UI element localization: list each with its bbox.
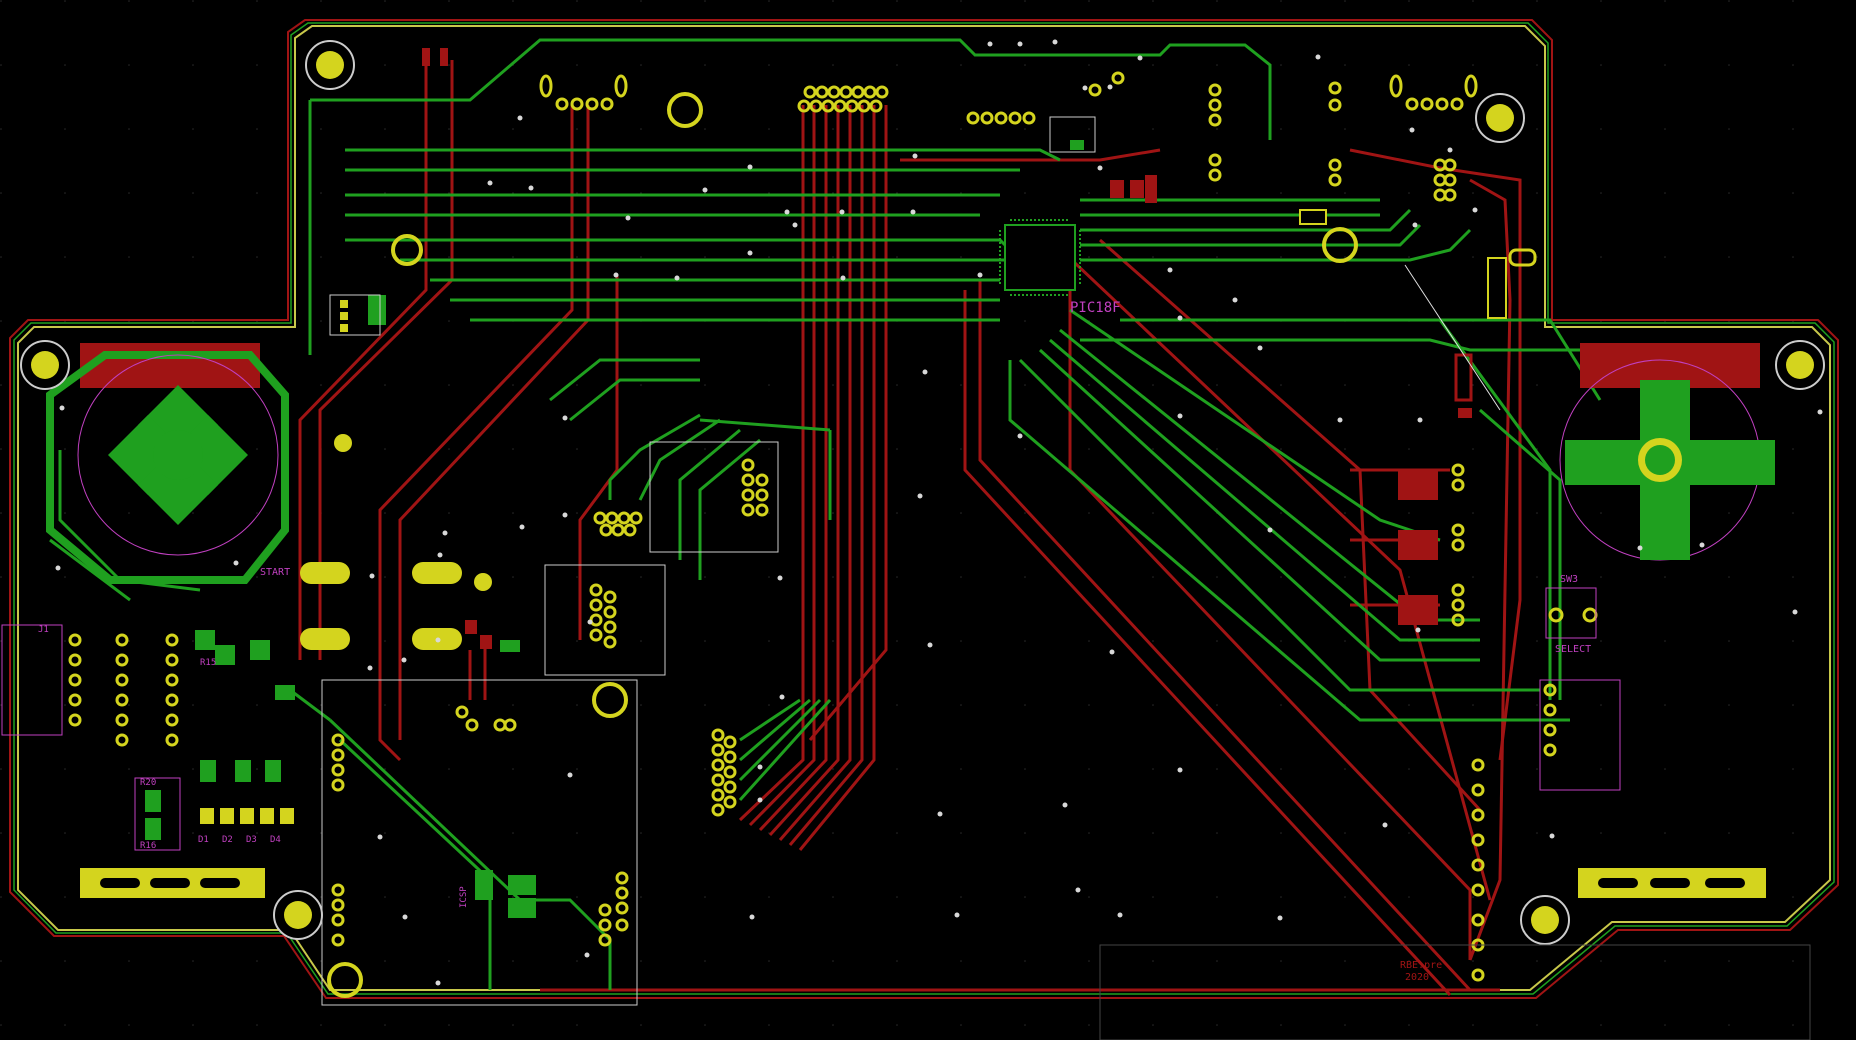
dpad-left	[108, 385, 248, 525]
d2-label: D2	[222, 835, 233, 845]
d1-label: D1	[198, 835, 209, 845]
d4-label: D4	[270, 835, 281, 845]
sw3-label: SW3	[1560, 574, 1578, 585]
smd-components	[145, 48, 1537, 918]
board-note-1: RBE.pre	[1400, 960, 1442, 971]
ratsnest-line	[1404, 264, 1501, 411]
back-copper-traces	[298, 60, 1522, 997]
mcu-chip	[999, 219, 1081, 296]
board-note-2: 2020	[1405, 972, 1429, 983]
select-label: SELECT	[1555, 644, 1591, 655]
r15-label: R15	[200, 658, 216, 668]
board-outline	[9, 19, 1839, 999]
silkscreen-outlines	[1, 116, 1811, 1040]
pin-headers	[68, 71, 1598, 982]
j1-label: J1	[38, 625, 49, 635]
front-copper-traces	[49, 38, 1602, 990]
dpad-right	[1565, 380, 1775, 560]
d3-label: D3	[246, 835, 257, 845]
mcu-label: PIC18F	[1070, 300, 1121, 316]
ic-left-label: ICSP	[459, 886, 469, 908]
r20-label: R20	[140, 778, 156, 788]
r16-label: R16	[140, 841, 156, 851]
mounting-holes	[20, 40, 1825, 998]
button-pads	[80, 434, 1766, 898]
vias	[55, 39, 1823, 986]
start-label: START	[260, 567, 290, 578]
